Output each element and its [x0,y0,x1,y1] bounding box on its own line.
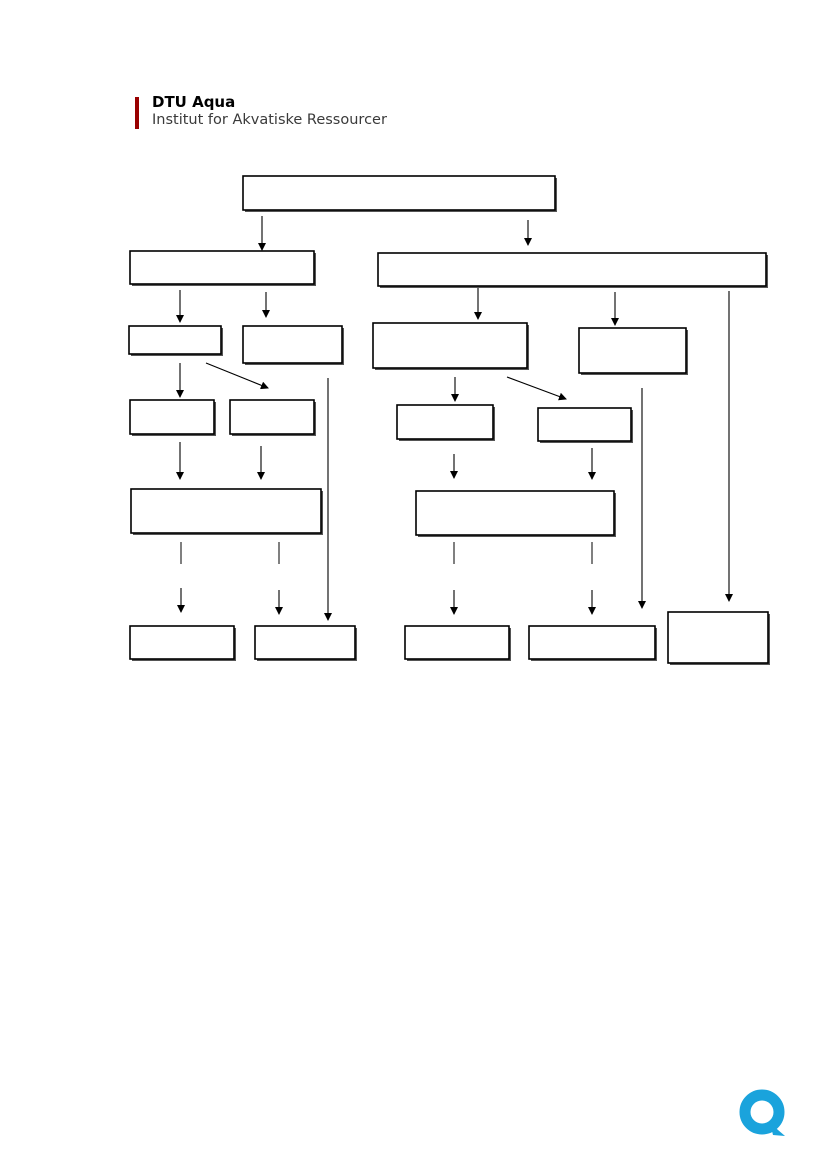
box-output-2 [254,625,357,661]
org-name: DTU Aqua [152,93,236,111]
box-right-a2 [537,407,633,443]
box-right-branch [377,252,768,288]
arrow-right-a-to-a2 [506,376,567,401]
box-output-3 [404,625,511,661]
box-left-b [242,325,344,365]
org-subtitle: Institut for Akvatiske Ressourcer [152,112,387,128]
box-right-a [372,322,529,370]
arrow-left-a-to-a2 [205,362,269,390]
box-left-a1 [129,399,216,436]
box-left-a2 [229,399,316,436]
box-left-merge [130,488,323,535]
box-left-a [128,325,223,356]
box-root [242,175,557,212]
box-right-merge [415,490,616,537]
box-output-5 [667,611,770,665]
box-output-4 [528,625,657,661]
speech-bubble-q-icon [739,1089,785,1136]
box-right-b [578,327,688,375]
logo-accent-bar [135,97,139,129]
box-right-a1 [396,404,495,441]
box-left-branch [129,250,316,286]
box-output-1 [129,625,236,661]
